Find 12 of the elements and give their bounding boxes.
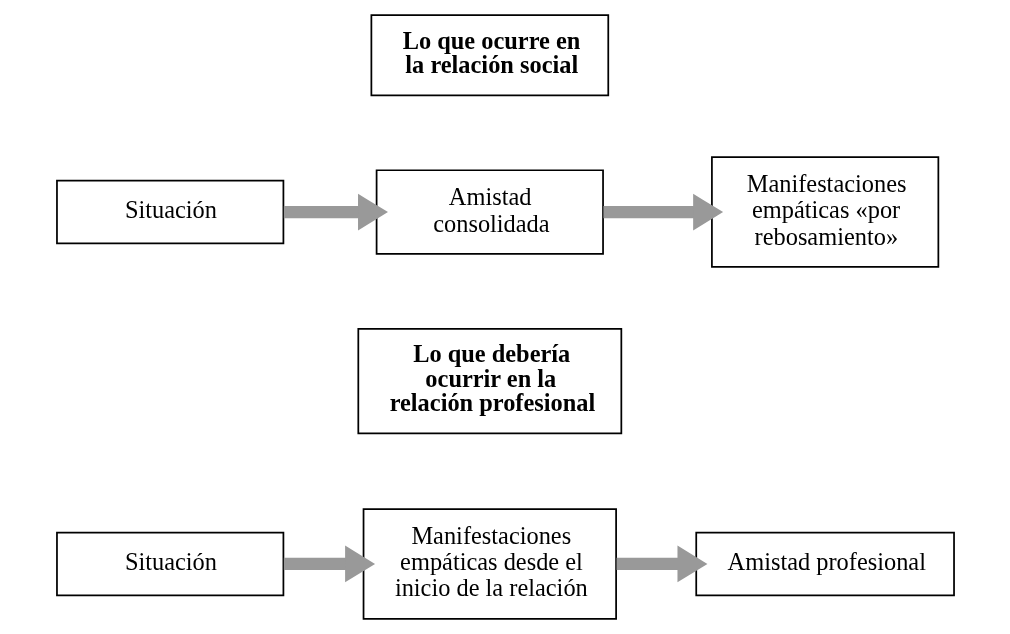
node-box: Situación bbox=[55, 179, 284, 245]
node-box: Manifestaciones empáticas «por rebosamiento» bbox=[710, 156, 939, 268]
arrow bbox=[283, 545, 375, 583]
node-box: Amistad profesional bbox=[694, 531, 955, 597]
node-box: Situación bbox=[55, 531, 284, 597]
arrow bbox=[616, 545, 707, 583]
node-box: Amistad consolidada bbox=[375, 169, 604, 255]
node-box: Manifestaciones empáticas desde el inicio de la relación bbox=[362, 508, 617, 620]
arrow bbox=[602, 193, 723, 231]
node-box: Lo que ocurre en la relación social bbox=[370, 14, 609, 97]
arrow bbox=[283, 193, 388, 231]
node-box: Lo que debería ocurrir en la relación profesional bbox=[356, 327, 622, 435]
